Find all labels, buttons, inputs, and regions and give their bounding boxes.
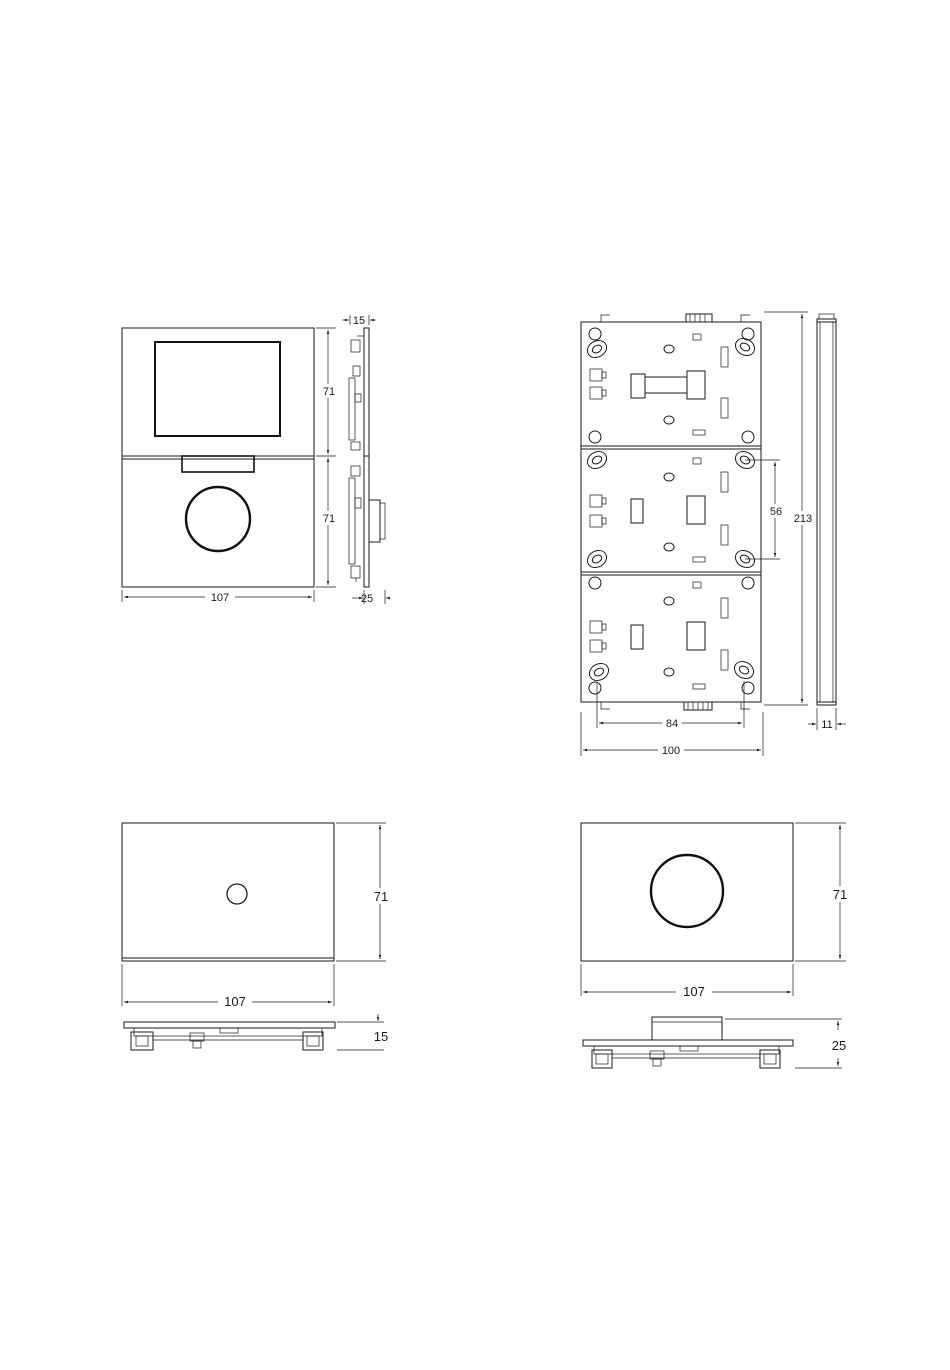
dim-br-width-107: 107	[581, 964, 793, 999]
mounting-plate-middle	[584, 448, 757, 571]
dim-label-107-bl: 107	[224, 994, 246, 1009]
dim-hole-spacing-56: 56	[745, 460, 785, 559]
dim-label-11: 11	[821, 719, 832, 731]
dim-label-15-side: 15	[353, 315, 365, 327]
dim-label-56: 56	[770, 506, 782, 518]
dim-label-71-lower: 71	[323, 513, 335, 525]
dim-label-71-br: 71	[833, 887, 847, 902]
dim-front-lower-height: 71	[316, 458, 338, 587]
dim-side-depth-11: 11	[808, 708, 846, 731]
dim-br-depth-25: 25	[725, 1019, 846, 1068]
dim-bl-depth-15: 15	[337, 1014, 388, 1050]
dim-bl-width-107: 107	[122, 964, 334, 1009]
dim-bl-height-71: 71	[336, 823, 391, 961]
dim-br-height-71: 71	[795, 823, 850, 961]
dim-label-84: 84	[666, 718, 678, 730]
dim-label-213: 213	[794, 513, 812, 525]
dim-label-71-upper: 71	[323, 386, 335, 398]
bottom-view-button-unit	[124, 1022, 335, 1050]
dim-front-upper-height: 71	[316, 328, 338, 456]
dim-hole-width-84: 84	[597, 681, 744, 730]
side-view-display-unit	[349, 328, 385, 587]
dim-label-107: 107	[211, 592, 229, 604]
mounting-plate-bottom	[586, 577, 756, 694]
dim-label-107-br: 107	[683, 984, 705, 999]
bottom-view-knob-unit	[583, 1017, 793, 1068]
front-view-button-unit	[122, 823, 334, 961]
dim-label-100: 100	[662, 745, 680, 757]
large-knob	[651, 855, 723, 927]
rear-side-view	[817, 314, 836, 705]
dim-label-25-br: 25	[832, 1038, 846, 1053]
dim-label-71-bl: 71	[374, 889, 388, 904]
front-view-knob-unit	[581, 823, 793, 961]
front-view-display-unit	[122, 328, 314, 587]
front-tab	[182, 456, 254, 472]
dim-front-width: 107	[122, 590, 314, 604]
dim-side-depth-25: 25	[352, 590, 390, 605]
dim-label-25-side: 25	[361, 593, 373, 605]
front-knob	[186, 487, 250, 551]
dim-side-depth-15: 15	[342, 315, 376, 327]
display-screen	[155, 342, 280, 436]
side-knob-body	[369, 500, 380, 542]
dim-label-15-bl: 15	[374, 1029, 388, 1044]
mounting-plate-top	[584, 328, 757, 443]
small-button	[227, 884, 247, 904]
rear-view-mounting-frame	[581, 314, 761, 710]
